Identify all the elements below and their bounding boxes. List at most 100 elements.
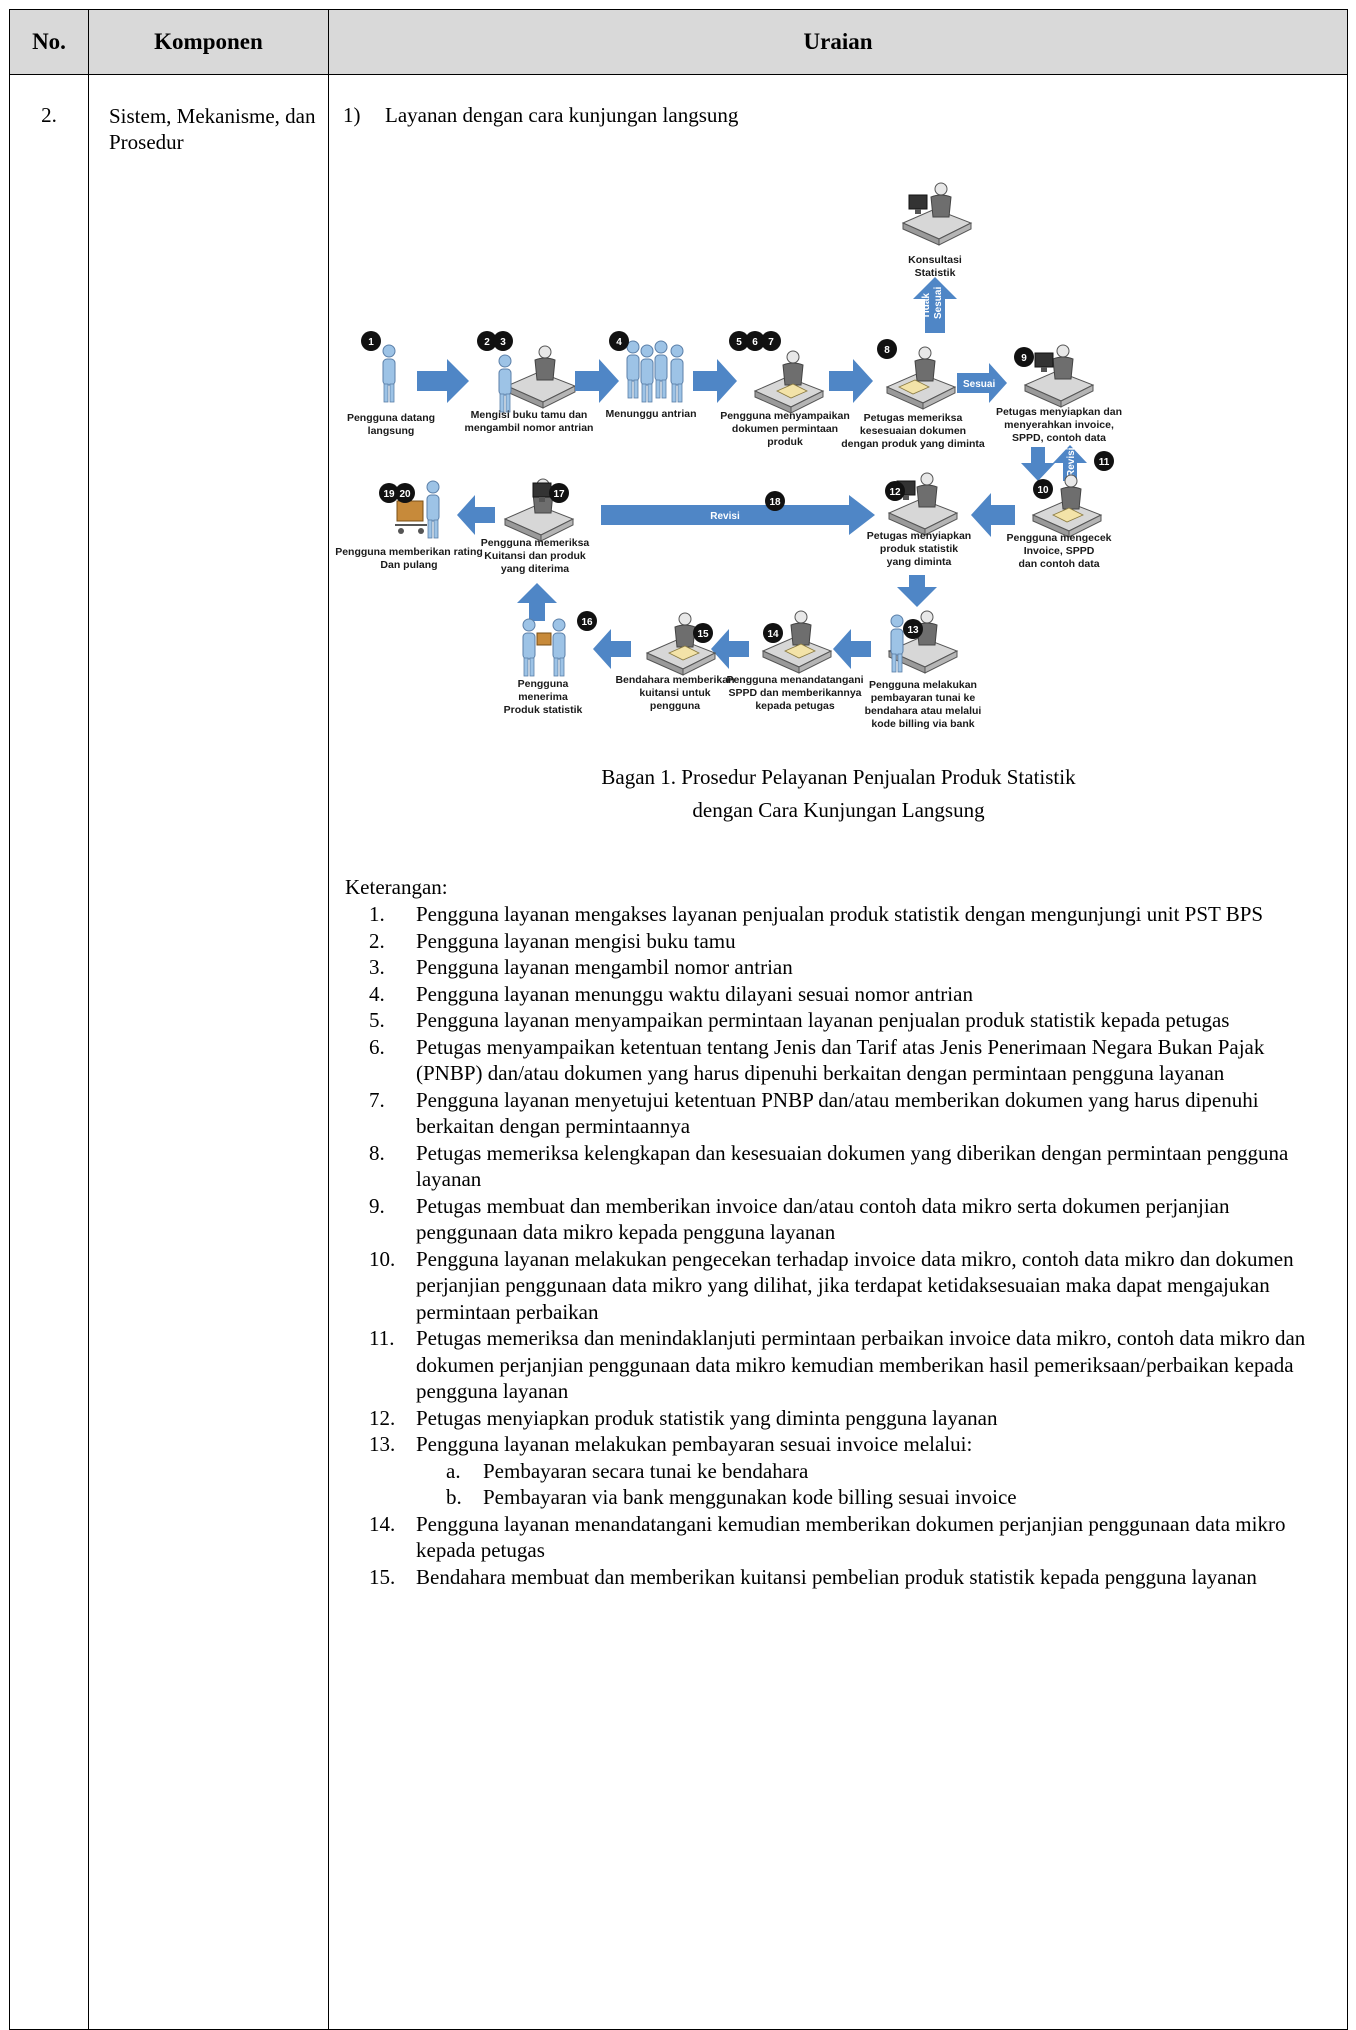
arrow-tidak-sesuai	[913, 277, 957, 333]
arrow-9-10	[1021, 447, 1055, 481]
step-17: 17 Pengguna memeriksa Kuitansi dan produ…	[481, 478, 590, 575]
svg-text:yang diminta: yang diminta	[887, 556, 952, 568]
list-item-text: Petugas membuat dan memberikan invoice d…	[416, 1193, 1230, 1245]
svg-text:Dan pulang: Dan pulang	[380, 559, 437, 571]
svg-text:menyerahkan invoice,: menyerahkan invoice,	[1004, 419, 1114, 431]
table-row: 2. Sistem, Mekanisme, dan Prosedur 1)Lay…	[9, 74, 1348, 2030]
svg-text:produk statistik: produk statistik	[880, 543, 958, 555]
list-item-text: Pengguna layanan menyampaikan permintaan…	[416, 1008, 1230, 1032]
sub-list-item-letter: a.	[446, 1458, 461, 1483]
list-item: 3.Pengguna layanan mengambil nomor antri…	[369, 954, 1324, 981]
row-description: 1)Layanan dengan cara kunjungan langsung	[328, 74, 1348, 2030]
svg-text:pembayaran tunai ke: pembayaran tunai ke	[871, 692, 976, 704]
revisi-side-label: Revisi	[1066, 447, 1077, 477]
keterangan-title: Keterangan:	[345, 875, 448, 899]
step-15: 15 Bendahara memberikan kuitansi untuk p…	[615, 612, 735, 712]
list-item-number: 4.	[369, 981, 385, 1006]
list-item-number: 12.	[369, 1405, 396, 1430]
list-item-text: Pengguna layanan mengakses layanan penju…	[416, 902, 1264, 926]
svg-text:3: 3	[500, 337, 506, 348]
list-item: 13. Pengguna layanan melakukan pembayaran…	[369, 1431, 1324, 1511]
step-19-20: 19 20 Pengguna memberikan rating Dan pul…	[335, 480, 483, 571]
svg-text:Pengguna melakukan: Pengguna melakukan	[869, 679, 977, 691]
svg-text:Pengguna mengecek: Pengguna mengecek	[1006, 532, 1111, 544]
arrow-17-19	[457, 495, 495, 535]
step-5-7: 5 6 7 Pengguna menyampaikan dokumen perm…	[720, 331, 850, 448]
arrow-10-12	[971, 493, 1015, 537]
svg-text:Pengguna datang: Pengguna datang	[347, 412, 435, 424]
svg-text:mengambil nomor antrian: mengambil nomor antrian	[465, 422, 594, 434]
list-item-text: Pengguna layanan melakukan pembayaran se…	[416, 1432, 973, 1456]
svg-text:2: 2	[484, 337, 490, 348]
svg-text:Statistik: Statistik	[915, 267, 956, 279]
caption-line-2: dengan Cara Kunjungan Langsung	[692, 798, 985, 822]
list-item-number: 2.	[369, 928, 385, 953]
svg-text:Pengguna menyampaikan: Pengguna menyampaikan	[720, 410, 850, 422]
arrow-14-15	[711, 629, 749, 669]
figure-caption: Bagan 1. Prosedur Pelayanan Penjualan Pr…	[329, 761, 1348, 827]
list-item: 15.Bendahara membuat dan memberikan kuit…	[369, 1564, 1324, 1591]
svg-text:kepada petugas: kepada petugas	[755, 700, 835, 712]
svg-text:16: 16	[581, 617, 593, 628]
flow-diagram: 1 Pengguna datang langsung 2 3 Mengisi b…	[335, 182, 1122, 730]
list-item-text: Pengguna layanan melakukan pengecekan te…	[416, 1246, 1294, 1324]
arrow-12-13	[897, 575, 937, 607]
arrow-13-14	[833, 629, 871, 669]
list-item-text: Pengguna layanan menyetujui ketentuan PN…	[416, 1087, 1259, 1139]
sub-list-item-letter: b.	[446, 1485, 462, 1509]
list-item-number: 7.	[369, 1087, 385, 1112]
step-1: 1 Pengguna datang langsung	[347, 331, 435, 437]
svg-text:dokumen permintaan: dokumen permintaan	[732, 423, 838, 435]
arrow-4-5	[693, 359, 737, 403]
svg-text:kuitansi untuk: kuitansi untuk	[639, 687, 710, 699]
list-item: 10.Pengguna layanan melakukan pengecekan…	[369, 1246, 1324, 1326]
svg-text:kode billing via bank: kode billing via bank	[871, 718, 974, 730]
consultation: Konsultasi Statistik	[902, 182, 972, 279]
list-item-text: Bendahara membuat dan memberikan kuitans…	[416, 1564, 1257, 1589]
list-item: 11.Petugas memeriksa dan menindaklanjuti…	[369, 1325, 1324, 1405]
sub-list: a. Pembayaran secara tunai ke bendahara b.…	[416, 1458, 1324, 1511]
svg-text:14: 14	[767, 629, 779, 640]
list-item: 8.Petugas memeriksa kelengkapan dan kese…	[369, 1140, 1324, 1193]
svg-text:7: 7	[768, 337, 774, 348]
list-item-number: 11.	[369, 1326, 395, 1350]
arrow-16-17	[517, 583, 557, 621]
procedure-table: No. Komponen Uraian 2. Sistem, Mekanisme…	[9, 9, 1348, 2030]
svg-text:Pengguna memeriksa: Pengguna memeriksa	[481, 537, 590, 549]
list-item-text: Pengguna layanan mengambil nomor antrian	[416, 955, 793, 979]
list-item-number: 6.	[369, 1034, 385, 1059]
sub-list-item-text: Pembayaran secara tunai ke bendahara	[483, 1458, 809, 1483]
list-item-text: Petugas menyampaikan ketentuan tentang J…	[416, 1034, 1265, 1086]
sub-list-item-text: Pembayaran via bank menggunakan kode bil…	[483, 1485, 1017, 1509]
svg-text:menerima: menerima	[518, 691, 568, 703]
svg-text:Menunggu antrian: Menunggu antrian	[606, 408, 697, 420]
svg-text:Pengguna menandatangani: Pengguna menandatangani	[726, 674, 863, 686]
header-no: No.	[9, 9, 89, 75]
caption-line-1: Bagan 1. Prosedur Pelayanan Penjualan Pr…	[601, 765, 1076, 789]
list-item-number: 13.	[369, 1432, 396, 1456]
step-4: 4 Menunggu antrian	[606, 331, 697, 420]
list-item-number: 9.	[369, 1193, 385, 1218]
row-number: 2.	[9, 74, 89, 2030]
svg-text:bendahara atau melalui: bendahara atau melalui	[865, 705, 982, 717]
svg-text:Pengguna: Pengguna	[518, 678, 569, 690]
list-item: 5.Pengguna layanan menyampaikan perminta…	[369, 1007, 1324, 1034]
section-number: 1)	[343, 103, 361, 127]
svg-text:9: 9	[1021, 353, 1027, 364]
svg-text:Produk statistik: Produk statistik	[504, 704, 583, 716]
svg-text:5: 5	[736, 337, 742, 348]
badge-18: 18	[769, 497, 781, 508]
list-item: 14.Pengguna layanan menandatangani kemud…	[369, 1511, 1324, 1564]
section-heading: 1)Layanan dengan cara kunjungan langsung	[343, 103, 738, 128]
svg-text:Kuitansi dan produk: Kuitansi dan produk	[484, 550, 586, 562]
svg-text:pengguna: pengguna	[650, 700, 700, 712]
step-12: 12 Petugas menyiapkan produk statistik y…	[867, 472, 971, 568]
svg-text:4: 4	[616, 337, 622, 348]
svg-text:1: 1	[368, 337, 374, 348]
step-13: 13 Pengguna melakukan pembayaran tunai k…	[865, 610, 982, 730]
svg-text:Petugas menyiapkan: Petugas menyiapkan	[867, 530, 971, 542]
arrow-revisi-18	[601, 495, 875, 535]
step-9: 9 Petugas menyiapkan dan menyerahkan inv…	[996, 344, 1122, 444]
step-14: 14 Pengguna menandatangani SPPD dan memb…	[726, 610, 864, 712]
list-item-text: Pengguna layanan mengisi buku tamu	[416, 928, 736, 953]
